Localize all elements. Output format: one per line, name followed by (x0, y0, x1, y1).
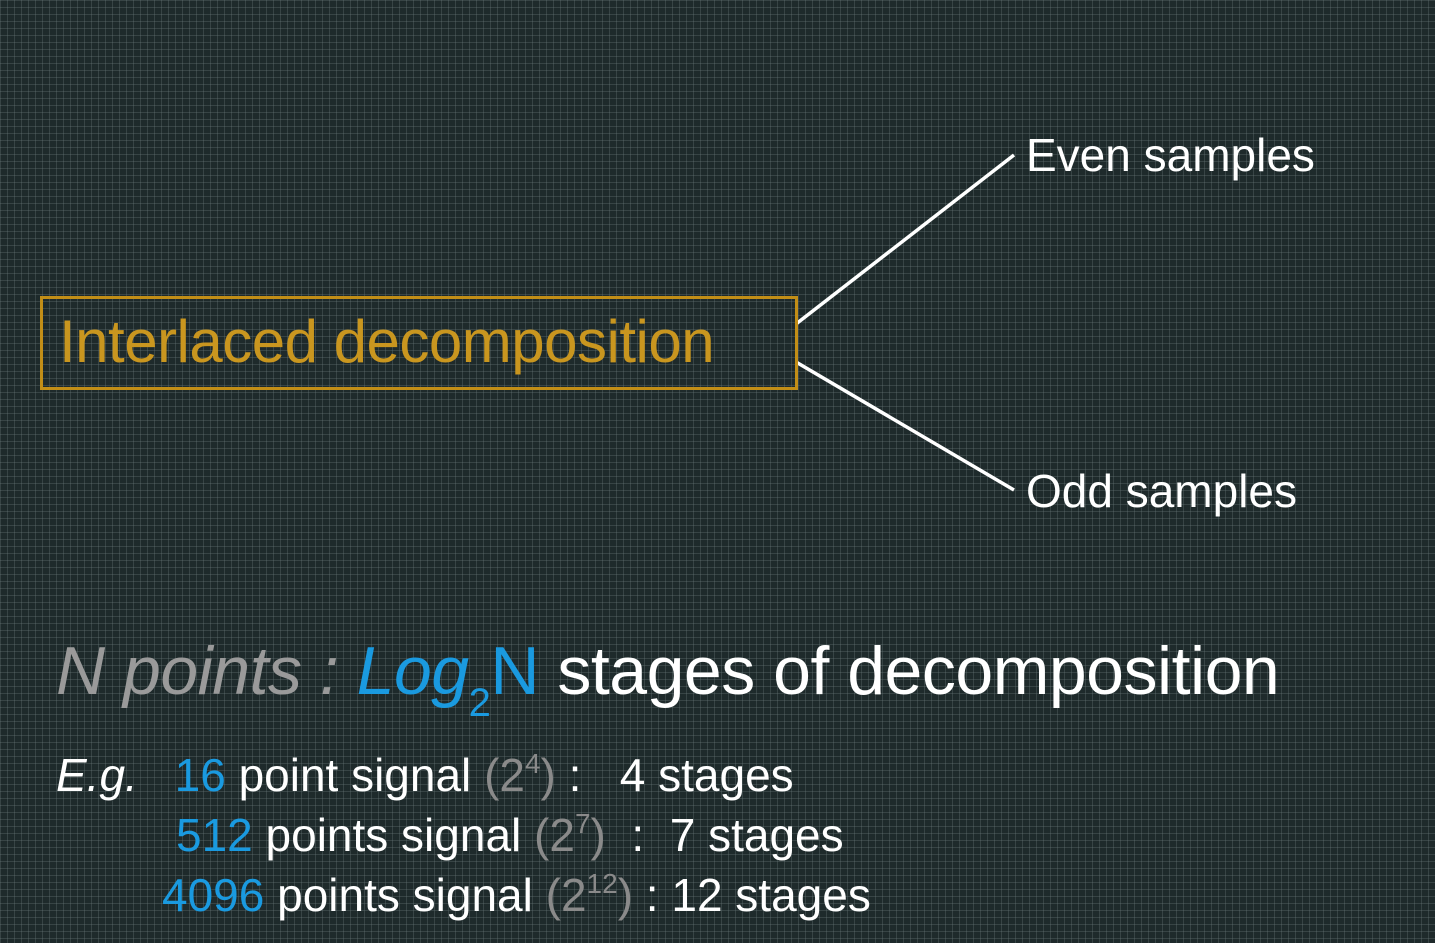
exponent: 7 (574, 808, 591, 839)
signal-text: points signal (277, 869, 533, 921)
eg-label: E.g. (56, 749, 138, 801)
exponent: 4 (524, 748, 541, 779)
signal-text: points signal (265, 809, 522, 861)
separator: : (645, 869, 659, 921)
log-argument: N (490, 633, 539, 709)
connector-odd (795, 360, 1015, 492)
separator: : (631, 809, 645, 861)
stage-count: 4 stages (619, 749, 794, 801)
power-open: (2 (484, 749, 525, 801)
point-count: 512 (176, 809, 253, 861)
separator: : (568, 749, 582, 801)
power-close: ) (617, 869, 634, 921)
power-open: (2 (534, 809, 575, 861)
odd-samples-label: Odd samples (1026, 465, 1298, 517)
example-row: 512 points signal (27) : 7 stages (176, 808, 844, 862)
power-close: ) (590, 809, 606, 861)
connector-even (794, 153, 1016, 326)
example-row: 4096 points signal (212) : 12 stages (162, 868, 871, 922)
root-label: Interlaced decomposition (59, 308, 715, 375)
stage-count: 12 stages (671, 869, 871, 921)
example-row: E.g. 16 point signal (24) : 4 stages (56, 748, 794, 802)
power-open: (2 (545, 869, 587, 921)
headline-rest: stages of decomposition (557, 633, 1280, 709)
even-samples-label: Even samples (1026, 129, 1315, 181)
exponent: 12 (586, 868, 618, 899)
power-close: ) (540, 749, 556, 801)
log-text: Log (356, 633, 469, 709)
interlaced-decomposition-box: Interlaced decomposition (40, 296, 798, 390)
signal-text: point signal (238, 749, 472, 801)
n-points-text: N points : (56, 633, 339, 709)
headline: N points : Log2N stages of decomposition (56, 632, 1280, 725)
log-subscript: 2 (468, 681, 491, 725)
point-count: 16 (174, 749, 226, 801)
stage-count: 7 stages (669, 809, 844, 861)
point-count: 4096 (162, 869, 265, 921)
